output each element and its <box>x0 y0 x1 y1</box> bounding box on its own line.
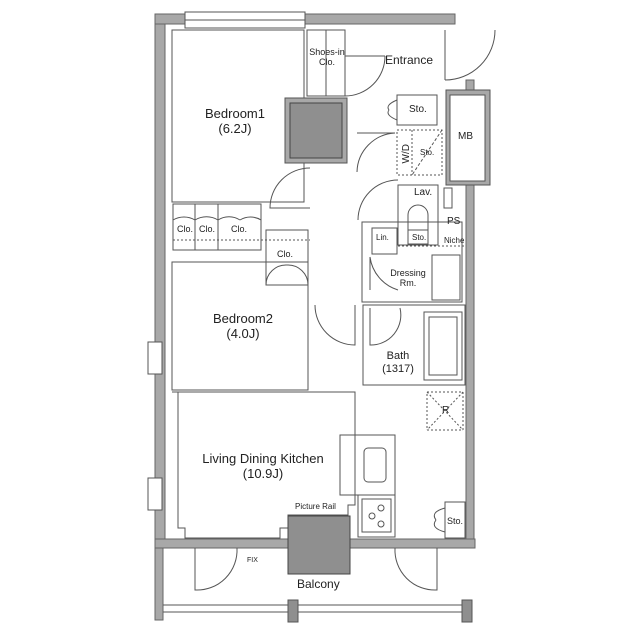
shoes-in-closet-label: Shoes-in Clo. <box>309 47 345 68</box>
closet-2-label: Clo. <box>199 224 216 234</box>
bedroom1-label: Bedroom1 (6.2J) <box>205 106 265 136</box>
sto-lav-label: Sto. <box>412 233 427 242</box>
sto-entrance-label: Sto. <box>409 104 427 115</box>
bath-room <box>362 304 466 386</box>
lav-label: Lav. <box>414 187 433 198</box>
picture-rail-label: Picture Rail <box>295 502 336 511</box>
closet-1-label: Clo. <box>177 224 194 234</box>
west-wall <box>154 13 166 543</box>
balcony-label: Balcony <box>297 577 340 591</box>
fix-label: FIX <box>247 557 258 564</box>
mb-label: MB <box>458 131 473 142</box>
sto-kitchen-label: Sto. <box>447 516 464 526</box>
dressing-room-label: Dressing Rm. <box>390 268 426 289</box>
niche-label: Niche <box>444 236 465 245</box>
bath-label: Bath (1317) <box>382 350 414 375</box>
ps-label: PS <box>447 216 461 227</box>
lin-label: Lin. <box>376 233 389 242</box>
closet-4-label: Clo. <box>277 249 294 259</box>
entrance-label: Entrance <box>385 53 434 67</box>
wd-label: W/D <box>400 144 412 164</box>
column <box>287 515 351 575</box>
refrigerator-label: R <box>442 405 450 416</box>
balcony-left-wall <box>154 547 164 621</box>
sto-wd-label: Sto. <box>420 148 435 157</box>
ldk-label: Living Dining Kitchen (10.9J) <box>202 451 324 481</box>
bedroom2-label: Bedroom2 (4.0J) <box>213 311 273 341</box>
bedroom2-outline <box>171 261 309 391</box>
closet-3-label: Clo. <box>231 224 248 234</box>
